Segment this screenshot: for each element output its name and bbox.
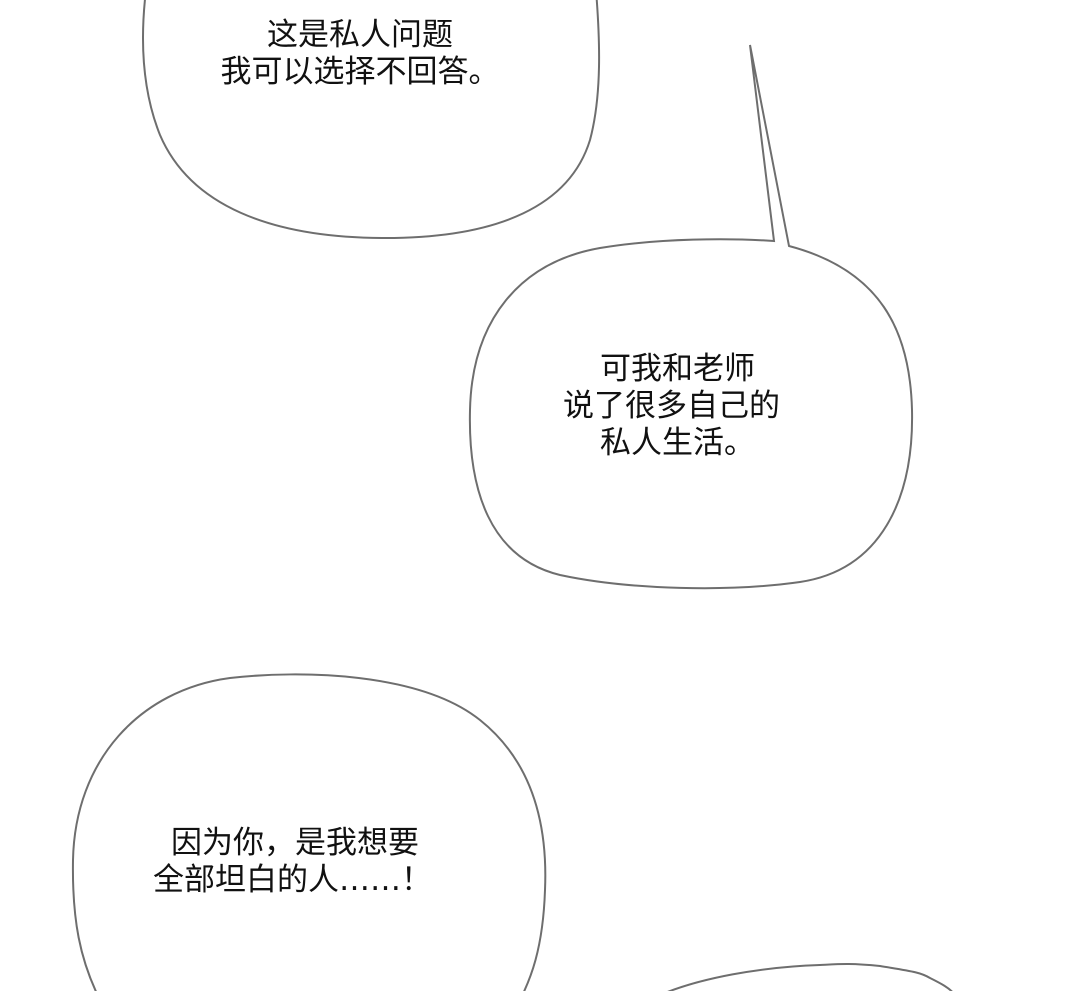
speech-bubble-4-outline (667, 963, 953, 991)
speech-bubble-3-outline (71, 673, 547, 991)
speech-bubble-3-text: 因为你，是我想要 全部坦白的人……！ (153, 825, 473, 899)
bubble-1-line-1: 这是私人问题 (267, 17, 453, 53)
speech-bubble-1-text: 这是私人问题 我可以选择不回答。 (205, 17, 515, 91)
bubble-2-line-3: 私人生活。 (600, 425, 755, 461)
bubble-2-line-1: 可我和老师 (600, 351, 755, 387)
bubble-2-line-2: 说了很多自己的 (563, 388, 780, 424)
bubble-3-line-2: 全部坦白的人……！ (153, 862, 432, 898)
speech-bubble-1-outline (141, 0, 601, 240)
bubble-3-line-1: 因为你，是我想要 (171, 825, 419, 861)
speech-bubble-2-outline (468, 44, 914, 590)
bubble-1-line-2: 我可以选择不回答。 (220, 54, 500, 90)
speech-bubble-2-text: 可我和老师 说了很多自己的 私人生活。 (563, 351, 823, 462)
